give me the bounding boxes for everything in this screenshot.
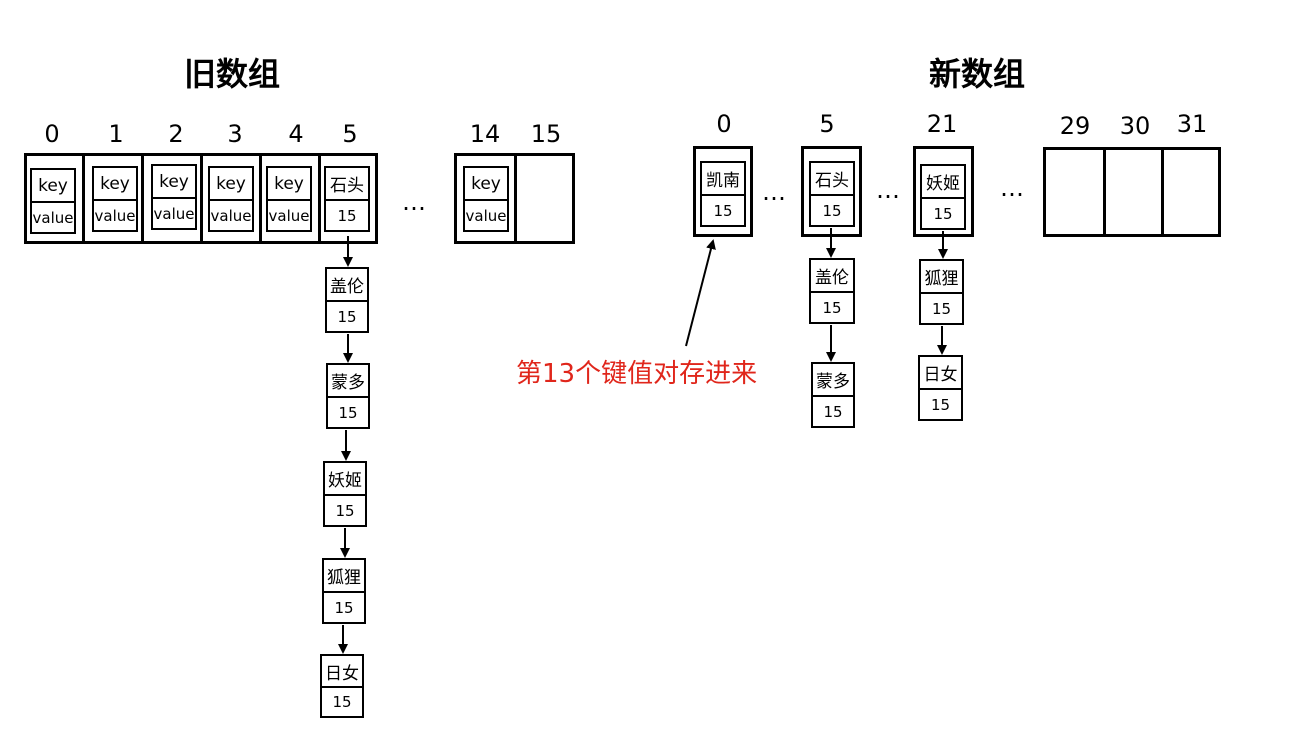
old-entry-0: key value (30, 168, 76, 234)
node-key: 狐狸 (324, 560, 364, 593)
entry-key: 石头 (811, 163, 853, 196)
node-value: 15 (338, 403, 358, 422)
entry-key: key (465, 168, 507, 201)
entry-key: key (94, 168, 136, 201)
node-value: 15 (931, 299, 952, 318)
entry-key: key (32, 170, 74, 203)
node-value: 15 (332, 693, 352, 711)
annotation-text: 第13个键值对存进来 (516, 359, 758, 389)
node-key: 日女 (322, 656, 362, 688)
old-chain-node-3: 妖姬 15 (323, 461, 367, 527)
entry-key: key (210, 168, 252, 201)
new-index-29: 29 (1059, 112, 1091, 140)
old-entry-4: key value (266, 166, 312, 232)
new-entry-0: 凯南 15 (700, 161, 746, 227)
new-entry-21: 妖姬 15 (920, 164, 966, 230)
entry-value: value (268, 206, 310, 225)
entry-key: key (153, 166, 195, 199)
node-value: 15 (822, 298, 842, 317)
new-ellipsis-3: … (1000, 174, 1024, 202)
entry-key: 妖姬 (922, 166, 964, 199)
old-chain-node-1: 盖伦 15 (325, 267, 369, 333)
old-array-title: 旧数组 (184, 55, 281, 93)
old-chain-node-2: 蒙多 15 (326, 363, 370, 429)
old-entry-3: key value (208, 166, 254, 232)
entry-key: 凯南 (702, 163, 744, 196)
new-chain5-node-1: 盖伦 15 (809, 258, 855, 324)
new-index-21: 21 (926, 110, 958, 138)
node-value: 15 (823, 402, 843, 421)
new-cell-31 (1161, 147, 1221, 237)
node-value: 15 (334, 598, 354, 617)
entry-value: value (210, 206, 252, 225)
new-chain21-node-2: 日女 15 (918, 355, 963, 421)
new-array-title: 新数组 (929, 55, 1026, 93)
new-index-5: 5 (819, 110, 835, 138)
node-key: 蒙多 (813, 364, 853, 397)
old-index-2: 2 (168, 120, 184, 148)
entry-value: value (94, 206, 136, 225)
old-cell-15 (514, 153, 575, 244)
old-chain-node-5: 日女 15 (320, 654, 364, 718)
entry-value: value (153, 204, 195, 223)
node-value: 15 (930, 395, 951, 414)
entry-value: 15 (337, 206, 357, 225)
old-index-1: 1 (108, 120, 124, 148)
old-index-15: 15 (530, 120, 562, 148)
entry-key: 石头 (326, 168, 368, 201)
old-index-0: 0 (44, 120, 60, 148)
old-index-5: 5 (342, 120, 358, 148)
node-key: 盖伦 (811, 260, 853, 293)
entry-value: 15 (933, 204, 953, 223)
entry-value: 15 (822, 201, 842, 220)
old-entry-5: 石头 15 (324, 166, 370, 232)
node-value: 15 (337, 307, 357, 326)
annotation-arrow (685, 239, 716, 347)
new-cell-29 (1043, 147, 1106, 237)
old-entry-2: key value (151, 164, 197, 230)
entry-key: key (268, 168, 310, 201)
node-key: 蒙多 (328, 365, 368, 398)
new-ellipsis-2: … (876, 176, 900, 204)
old-entry-1: key value (92, 166, 138, 232)
new-chain21-node-1: 狐狸 15 (919, 259, 964, 325)
entry-value: value (32, 208, 74, 227)
old-index-4: 4 (288, 120, 304, 148)
new-index-31: 31 (1176, 110, 1208, 138)
old-ellipsis: … (402, 188, 426, 216)
new-ellipsis-1: … (762, 178, 786, 206)
node-value: 15 (335, 501, 355, 520)
old-entry-14: key value (463, 166, 509, 232)
new-index-30: 30 (1119, 112, 1151, 140)
entry-value: value (465, 206, 507, 225)
new-index-0: 0 (716, 110, 732, 138)
old-index-14: 14 (469, 120, 501, 148)
node-key: 狐狸 (921, 261, 962, 294)
old-chain-node-4: 狐狸 15 (322, 558, 366, 624)
new-chain5-node-2: 蒙多 15 (811, 362, 855, 428)
new-entry-5: 石头 15 (809, 161, 855, 227)
node-key: 盖伦 (327, 269, 367, 302)
old-index-3: 3 (227, 120, 243, 148)
node-key: 妖姬 (325, 463, 365, 496)
node-key: 日女 (920, 357, 961, 390)
entry-value: 15 (713, 201, 733, 220)
